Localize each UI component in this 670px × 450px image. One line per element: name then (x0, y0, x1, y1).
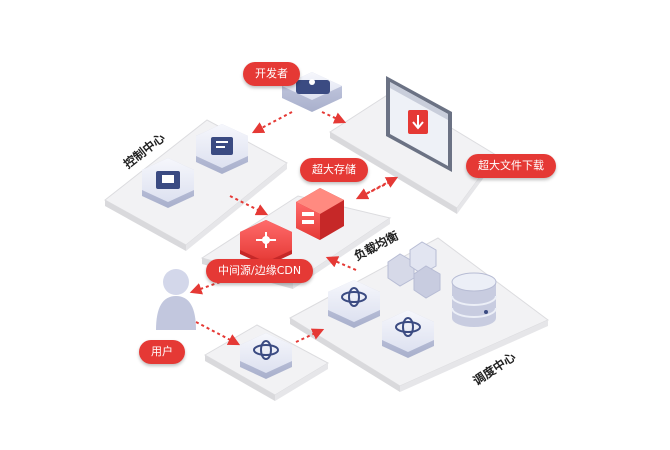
user-node (240, 333, 292, 379)
server-icon (302, 212, 314, 216)
dispatch-node-1 (328, 280, 380, 328)
arrow-developer-to-download (321, 111, 347, 124)
hexagon-cluster (387, 241, 441, 299)
arrow-cdn-to-user (189, 281, 221, 295)
cdn-node (240, 220, 292, 266)
control-node-dashboard (196, 124, 248, 174)
control-node-monitor (142, 158, 194, 208)
dispatch-node-2 (382, 310, 434, 358)
download-screen (386, 76, 452, 172)
arrow-balance-to-cdn (325, 256, 357, 271)
arrow-node-to-dispatch (295, 328, 325, 343)
arrow-user-to-node (195, 321, 241, 346)
atom-icon (395, 321, 421, 333)
label-big-download: 超大文件下载 (466, 154, 556, 178)
atom-icon (253, 344, 279, 356)
developer-icon (296, 80, 330, 94)
atom-icon (341, 291, 367, 303)
arrow-developer-to-control (251, 111, 293, 134)
label-user: 用户 (139, 340, 185, 364)
storage-server (296, 188, 344, 240)
connectors (189, 111, 399, 346)
label-big-storage: 超大存储 (300, 158, 368, 182)
label-developer: 开发者 (243, 62, 300, 86)
user-figure (156, 269, 196, 330)
database-cylinder (451, 272, 497, 327)
label-cdn: 中间源/边缘CDN (206, 259, 314, 283)
arrow-control-to-cdn (229, 195, 269, 216)
